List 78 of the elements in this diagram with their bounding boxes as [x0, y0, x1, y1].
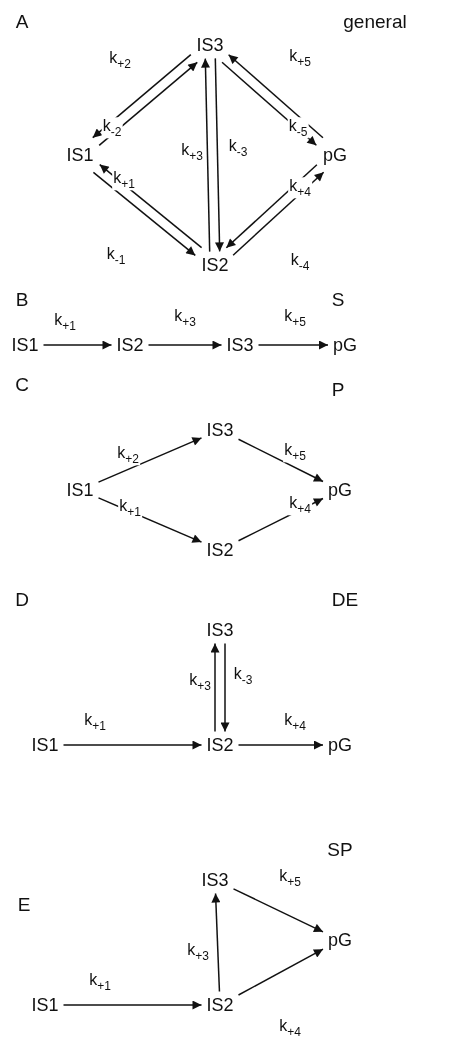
rate-constant-label: k$_{-2}$ — [101, 117, 123, 139]
arrow — [62, 1000, 203, 1010]
panel-letter: C — [15, 374, 29, 396]
arrow — [237, 948, 324, 996]
state-label: IS3 — [224, 333, 256, 357]
rate-constant-label: k$_{+4}$ — [288, 494, 312, 516]
state-label: pG — [326, 733, 354, 757]
model-name: SP — [327, 839, 353, 861]
state-label: IS1 — [64, 143, 96, 167]
rate-constant-label: k$_{-5}$ — [287, 117, 309, 139]
state-label: IS3 — [204, 418, 236, 442]
panel-letter: A — [15, 11, 29, 33]
arrow — [214, 57, 224, 253]
arrow — [227, 54, 324, 139]
rate-constant-label: k$_{+1}$ — [112, 169, 136, 191]
arrow — [237, 438, 324, 483]
state-label: pG — [331, 333, 359, 357]
panel-letter: D — [15, 589, 29, 611]
arrow — [97, 437, 203, 483]
state-label: IS1 — [29, 993, 61, 1017]
arrow — [210, 642, 220, 733]
rate-constant-label: k$_{+5}$ — [288, 47, 312, 69]
panel-letter: P — [331, 379, 345, 401]
state-label: IS1 — [64, 478, 96, 502]
rate-constant-label: k$_{+2}$ — [108, 49, 132, 71]
rate-constant-label: k$_{+5}$ — [278, 867, 302, 889]
state-label: pG — [326, 478, 354, 502]
arrow — [97, 497, 203, 543]
arrow — [91, 53, 192, 139]
state-label: IS1 — [9, 333, 41, 357]
panel-letter: E — [17, 894, 31, 916]
state-label: IS2 — [204, 993, 236, 1017]
model-name: general — [343, 11, 407, 33]
panel-letter: B — [15, 289, 29, 311]
arrow — [237, 740, 324, 750]
rate-constant-label: k$_{-3}$ — [232, 665, 254, 687]
arrow — [147, 340, 223, 350]
arrow — [201, 57, 211, 253]
rate-constant-label: k$_{+1}$ — [88, 971, 112, 993]
rate-constant-label: k$_{+4}$ — [288, 177, 312, 199]
rate-constant-label: k$_{+5}$ — [283, 307, 307, 329]
model-name: DE — [331, 589, 359, 611]
rate-constant-label: k$_{+3}$ — [188, 671, 212, 693]
arrow — [237, 497, 324, 542]
rate-constant-label: k$_{+5}$ — [283, 441, 307, 463]
arrow — [92, 171, 196, 257]
arrow — [232, 171, 325, 256]
state-label: IS2 — [114, 333, 146, 357]
state-label: IS2 — [204, 733, 236, 757]
rate-constant-label: k$_{+1}$ — [53, 311, 77, 333]
rate-constant-label: k$_{-4}$ — [289, 251, 311, 273]
rate-constant-label: k$_{+4}$ — [283, 711, 307, 733]
arrow — [220, 642, 230, 733]
state-label: pG — [321, 143, 349, 167]
state-label: IS3 — [204, 618, 236, 642]
rate-constant-label: k$_{-3}$ — [227, 137, 249, 159]
rate-constant-label: k$_{+2}$ — [116, 444, 140, 466]
rate-constant-label: k$_{+3}$ — [173, 307, 197, 329]
state-label: pG — [326, 928, 354, 952]
rate-constant-label: k$_{-1}$ — [105, 245, 127, 267]
panel-letter: S — [331, 289, 345, 311]
state-label: IS3 — [194, 33, 226, 57]
rate-constant-label: k$_{+3}$ — [186, 941, 210, 963]
state-label: IS2 — [199, 253, 231, 277]
rate-constant-label: k$_{+4}$ — [278, 1017, 302, 1039]
arrow — [257, 340, 329, 350]
arrow — [225, 164, 318, 249]
rate-constant-label: k$_{+1}$ — [118, 497, 142, 519]
state-label: IS2 — [204, 538, 236, 562]
arrow — [232, 888, 324, 933]
arrow — [98, 61, 199, 147]
arrow — [211, 892, 221, 993]
arrow — [62, 740, 203, 750]
arrow — [42, 340, 113, 350]
state-label: IS3 — [199, 868, 231, 892]
rate-constant-label: k$_{+1}$ — [83, 711, 107, 733]
state-label: IS1 — [29, 733, 61, 757]
rate-constant-label: k$_{+3}$ — [180, 141, 204, 163]
